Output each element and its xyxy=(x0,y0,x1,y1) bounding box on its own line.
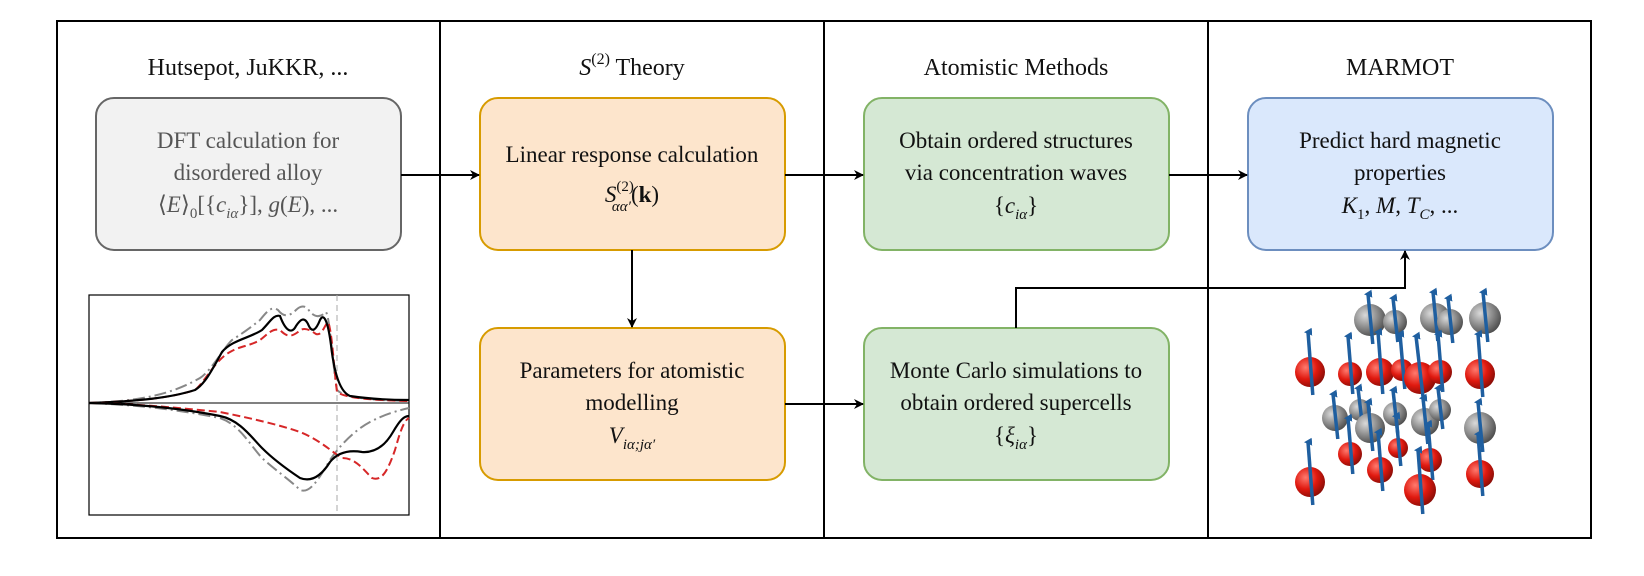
column-title-marmot: MARMOT xyxy=(1346,55,1454,81)
spin-arrow xyxy=(1396,329,1407,390)
spin-arrow xyxy=(1374,327,1385,395)
dft-box-formula: ⟨E⟩0[{ciα}], g(E), ... xyxy=(158,192,338,222)
spin-arrow xyxy=(1392,411,1403,467)
spin-arrow xyxy=(1444,293,1455,344)
spin-arrow xyxy=(1414,445,1425,515)
dft-box: DFT calculation for disordered alloy ⟨E⟩… xyxy=(95,97,402,251)
spin-arrow xyxy=(1389,293,1400,343)
concentration-waves-line-2: via concentration waves xyxy=(905,160,1127,185)
monte-carlo-line-1: Monte Carlo simulations to xyxy=(890,358,1142,383)
spin-arrow xyxy=(1329,389,1340,440)
column-title-atomistic: Atomistic Methods xyxy=(924,55,1109,81)
atomistic-parameters-formula: Viα;jα′ xyxy=(609,423,656,453)
flow-arrows xyxy=(401,170,1410,409)
linear-response-box: Linear response calculation S(2)αα′(k) xyxy=(479,97,786,251)
marmot-formula: K1, M, TC, ... xyxy=(1341,193,1459,223)
column-title-s2-theory: S(2) Theory xyxy=(579,51,685,81)
column-title-dft: Hutsepot, JuKKR, ... xyxy=(148,55,349,81)
arrow-montecarlo-to-marmot xyxy=(1015,250,1410,328)
spin-arrow xyxy=(1304,437,1315,506)
dos-curve-gray-down xyxy=(88,402,410,492)
concentration-waves-formula: {ciα} xyxy=(994,193,1038,223)
marmot-line-1: Predict hard magnetic xyxy=(1299,128,1501,153)
dos-curve-red-down xyxy=(88,402,410,480)
spin-arrow xyxy=(1304,327,1315,396)
spin-arrow xyxy=(1344,331,1355,395)
dos-curve-black-up xyxy=(88,314,410,405)
spin-arrow xyxy=(1434,383,1445,430)
supercell-illustration xyxy=(1295,287,1501,515)
spin-arrow xyxy=(1364,289,1375,345)
dos-plot xyxy=(88,294,410,516)
spin-arrow xyxy=(1479,287,1490,343)
marmot-box: Predict hard magnetic properties K1, M, … xyxy=(1247,97,1554,251)
concentration-waves-line-1: Obtain ordered structures xyxy=(899,128,1133,153)
spin-arrow xyxy=(1424,419,1435,481)
spin-arrow xyxy=(1474,329,1485,398)
marmot-line-2: properties xyxy=(1354,160,1446,185)
atomistic-parameters-line-1: Parameters for atomistic xyxy=(520,358,745,383)
spin-arrow xyxy=(1474,429,1485,497)
monte-carlo-box: Monte Carlo simulations to obtain ordere… xyxy=(863,327,1170,481)
column-frame xyxy=(56,20,1592,539)
spin-arrow xyxy=(1419,393,1430,445)
monte-carlo-formula: {ξiα} xyxy=(994,423,1038,453)
spin-arrow xyxy=(1344,413,1355,475)
dft-box-line-1: DFT calculation for xyxy=(157,128,340,153)
concentration-waves-box: Obtain ordered structures via concentrat… xyxy=(863,97,1170,251)
spin-arrow xyxy=(1364,397,1375,452)
spin-arrow xyxy=(1434,329,1445,393)
dos-curve-red-up xyxy=(88,320,410,404)
dos-curve-black-down xyxy=(88,401,410,481)
spin-arrow xyxy=(1412,331,1426,403)
linear-response-formula: S(2)αα′(k) xyxy=(605,179,659,215)
spin-arrow xyxy=(1374,427,1385,492)
dft-box-line-2: disordered alloy xyxy=(174,160,323,185)
monte-carlo-line-2: obtain ordered supercells xyxy=(900,390,1131,415)
spin-arrow xyxy=(1429,287,1440,342)
spin-arrow xyxy=(1474,397,1485,453)
linear-response-line-1: Linear response calculation xyxy=(506,142,759,167)
atomistic-parameters-box: Parameters for atomistic modelling Viα;j… xyxy=(479,327,786,481)
atomistic-parameters-line-2: modelling xyxy=(585,390,679,415)
